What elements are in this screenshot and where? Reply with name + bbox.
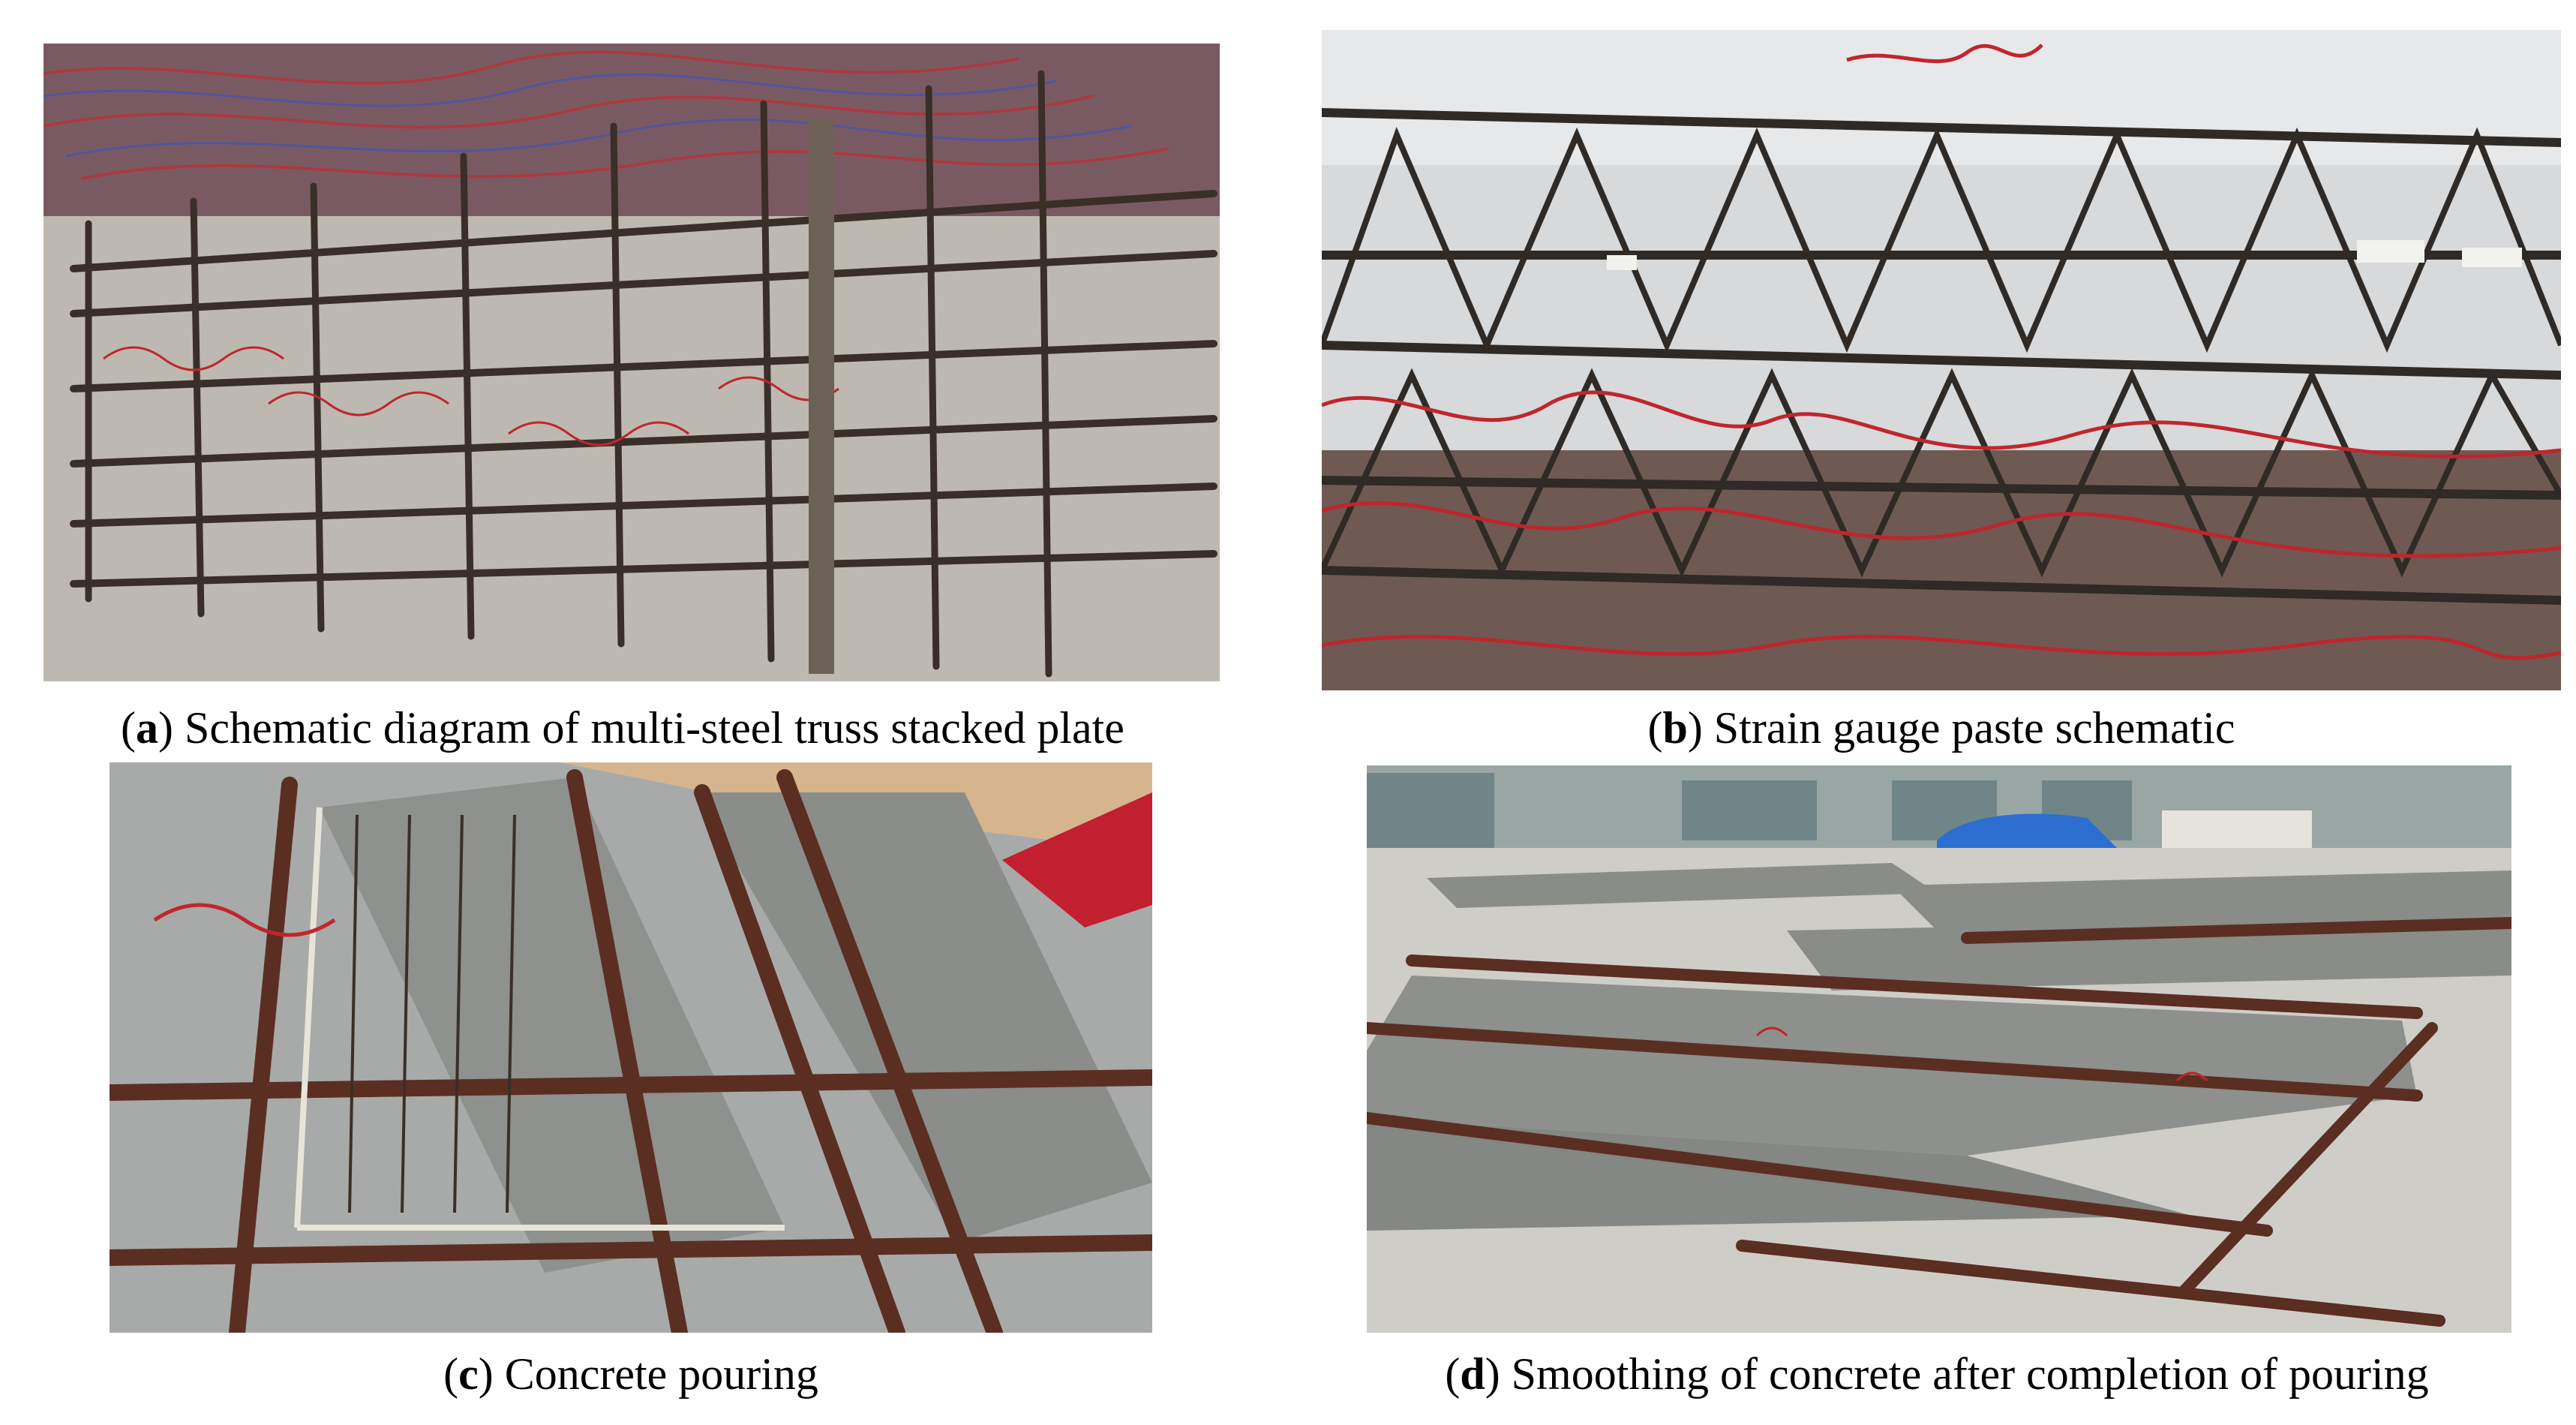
caption-a-letter: a <box>136 703 159 753</box>
photo-panel-a <box>44 44 1220 681</box>
photo-panel-c <box>110 762 1152 1333</box>
caption-d-text: Smoothing of concrete after completion o… <box>1500 1349 2429 1399</box>
caption-c: (c) Concrete pouring <box>443 1349 818 1399</box>
caption-c-letter: c <box>458 1349 479 1399</box>
caption-d: (d) Smoothing of concrete after completi… <box>1445 1349 2429 1399</box>
concrete-pouring-photo <box>110 762 1152 1333</box>
photo-panel-d <box>1367 765 2511 1333</box>
rebar-truss-cage-photo <box>44 44 1220 681</box>
smoothed-concrete-slabs-photo <box>1367 765 2511 1333</box>
caption-d-letter: d <box>1460 1349 1485 1399</box>
caption-b-text: Strain gauge paste schematic <box>1702 703 2235 753</box>
caption-a: (a) Schematic diagram of multi-steel tru… <box>121 703 1124 753</box>
strain-gauge-wiring-photo <box>1322 30 2561 690</box>
caption-a-text: Schematic diagram of multi-steel truss s… <box>173 703 1124 753</box>
photo-panel-b <box>1322 30 2561 690</box>
caption-b-letter: b <box>1662 703 1688 753</box>
caption-c-text: Concrete pouring <box>493 1349 818 1399</box>
caption-b: (b) Strain gauge paste schematic <box>1647 703 2235 753</box>
